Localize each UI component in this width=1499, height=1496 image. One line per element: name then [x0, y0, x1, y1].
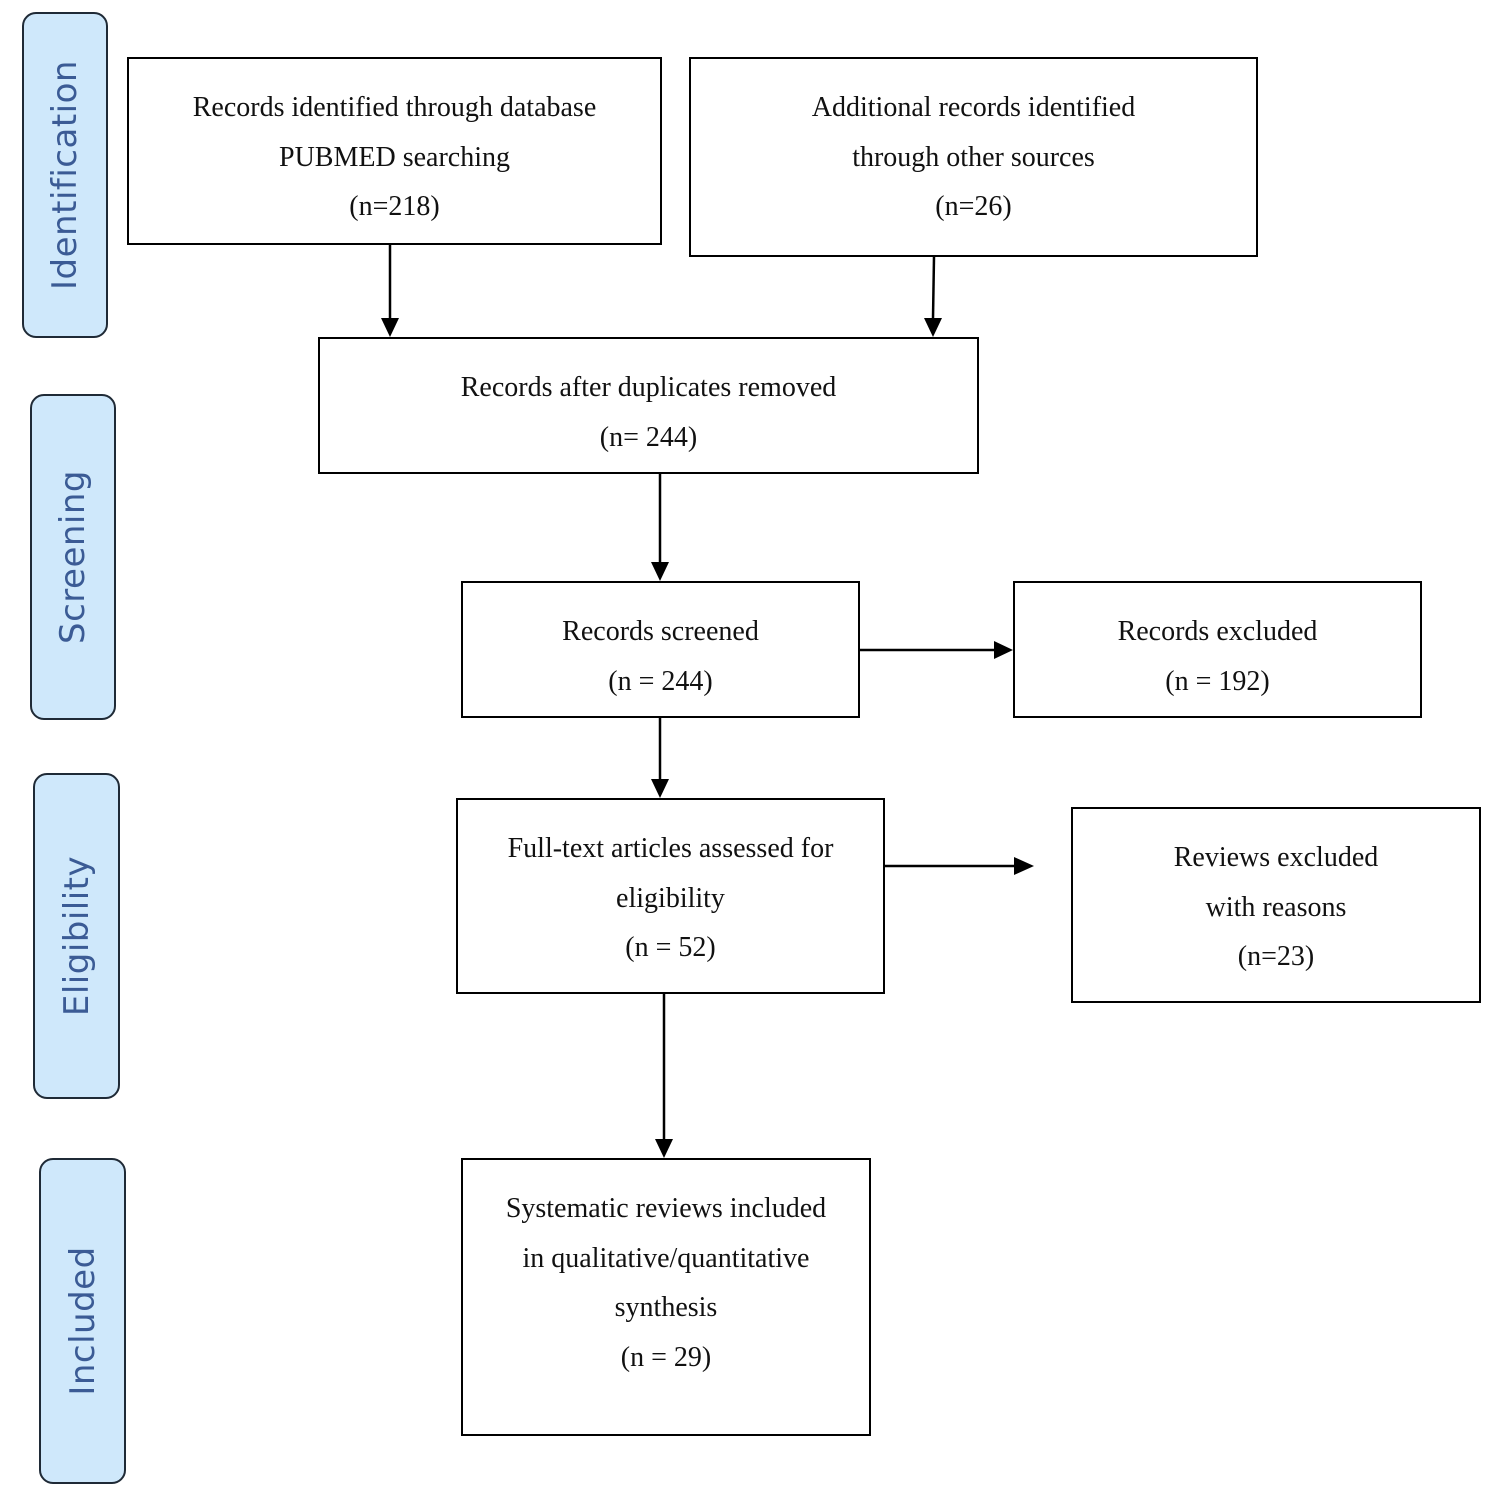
box-line: (n = 52) — [625, 932, 716, 963]
arrowhead — [651, 779, 669, 798]
stage-identification: Identification — [22, 12, 108, 338]
box-line: through other sources — [852, 141, 1095, 173]
box-line: (n=23) — [1237, 941, 1315, 972]
box-full-text-assessed: Full-text articles assessed for eligibil… — [456, 798, 885, 994]
stage-screening: Screening — [30, 394, 116, 720]
stage-included: Included — [39, 1158, 126, 1484]
box-line: Full-text articles assessed for — [507, 833, 834, 864]
box-records-screened: Records screened (n = 244) — [461, 581, 860, 718]
arrowhead — [994, 641, 1013, 659]
box-line: (n=218) — [349, 191, 440, 222]
arrowhead — [381, 318, 399, 337]
box-line: (n=26) — [935, 191, 1012, 222]
box-line: Records excluded — [1117, 616, 1318, 647]
arrowhead — [924, 318, 942, 337]
box-line: PUBMED searching — [279, 141, 510, 173]
box-line: Reviews excluded — [1173, 842, 1379, 873]
stage-eligibility: Eligibility — [33, 773, 120, 1099]
arrowhead — [655, 1139, 673, 1158]
box-line: Records identified through database — [192, 92, 597, 123]
box-line: Records after duplicates removed — [460, 372, 837, 403]
box-records-excluded: Records excluded (n = 192) — [1013, 581, 1422, 718]
box-line: Additional records identified — [811, 92, 1136, 123]
box-line: Records screened — [562, 616, 759, 647]
arrowhead — [1014, 857, 1034, 875]
box-line: synthesis — [614, 1292, 718, 1323]
box-line: eligibility — [616, 882, 725, 914]
box-line: (n= 244) — [599, 421, 698, 453]
box-line: in qualitative/quantitative — [522, 1242, 810, 1274]
box-line: Systematic reviews included — [505, 1193, 827, 1224]
box-line: (n = 29) — [620, 1341, 712, 1373]
arrow-other-to-duplicates — [931, 256, 936, 319]
box-line: (n = 244) — [608, 665, 713, 697]
arrowhead — [651, 562, 669, 581]
box-database-records: Records identified through database PUBM… — [127, 57, 662, 245]
box-included-reviews: Systematic reviews included in qualitati… — [461, 1158, 871, 1436]
box-other-sources: Additional records identified through ot… — [689, 57, 1258, 257]
box-line: (n = 192) — [1165, 665, 1270, 697]
box-reviews-excluded: Reviews excluded with reasons (n=23) — [1071, 807, 1481, 1003]
box-duplicates-removed: Records after duplicates removed (n= 244… — [318, 337, 979, 474]
box-line: with reasons — [1205, 891, 1347, 923]
